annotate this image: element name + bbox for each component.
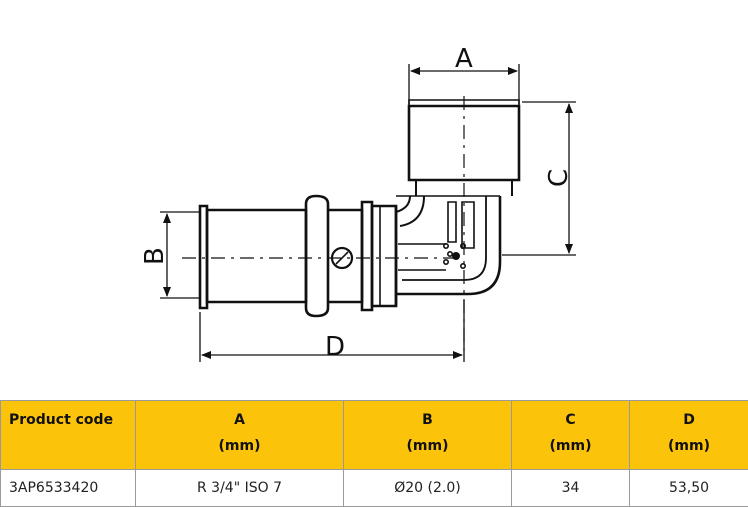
header-a: A (mm) <box>136 401 344 470</box>
dimension-label-c: C <box>544 169 574 187</box>
header-label: A <box>136 407 343 433</box>
center-lines <box>182 96 464 356</box>
inner-bore <box>398 202 474 270</box>
header-d: D (mm) <box>630 401 748 470</box>
header-unit: (mm) <box>344 433 511 459</box>
header-label: B <box>344 407 511 433</box>
header-unit: (mm) <box>136 433 343 459</box>
header-product-code: Product code <box>1 401 136 470</box>
dimension-label-b: B <box>140 247 170 265</box>
dimension-label-a: A <box>455 44 473 74</box>
header-unit: (mm) <box>630 433 748 459</box>
header-b: B (mm) <box>344 401 512 470</box>
header-label: C <box>512 407 629 433</box>
header-label: D <box>630 407 748 433</box>
header-c: C (mm) <box>512 401 630 470</box>
press-sleeve <box>200 196 396 316</box>
dimension-label-d: D <box>325 332 345 362</box>
table-header-row: Product code A (mm) B (mm) C (mm) D (mm) <box>1 401 748 470</box>
spec-table: Product code A (mm) B (mm) C (mm) D (mm)… <box>0 400 748 507</box>
header-unit: (mm) <box>512 433 629 459</box>
header-label: Product code <box>9 407 135 433</box>
elbow-fitting-drawing: A C B D <box>0 0 748 400</box>
